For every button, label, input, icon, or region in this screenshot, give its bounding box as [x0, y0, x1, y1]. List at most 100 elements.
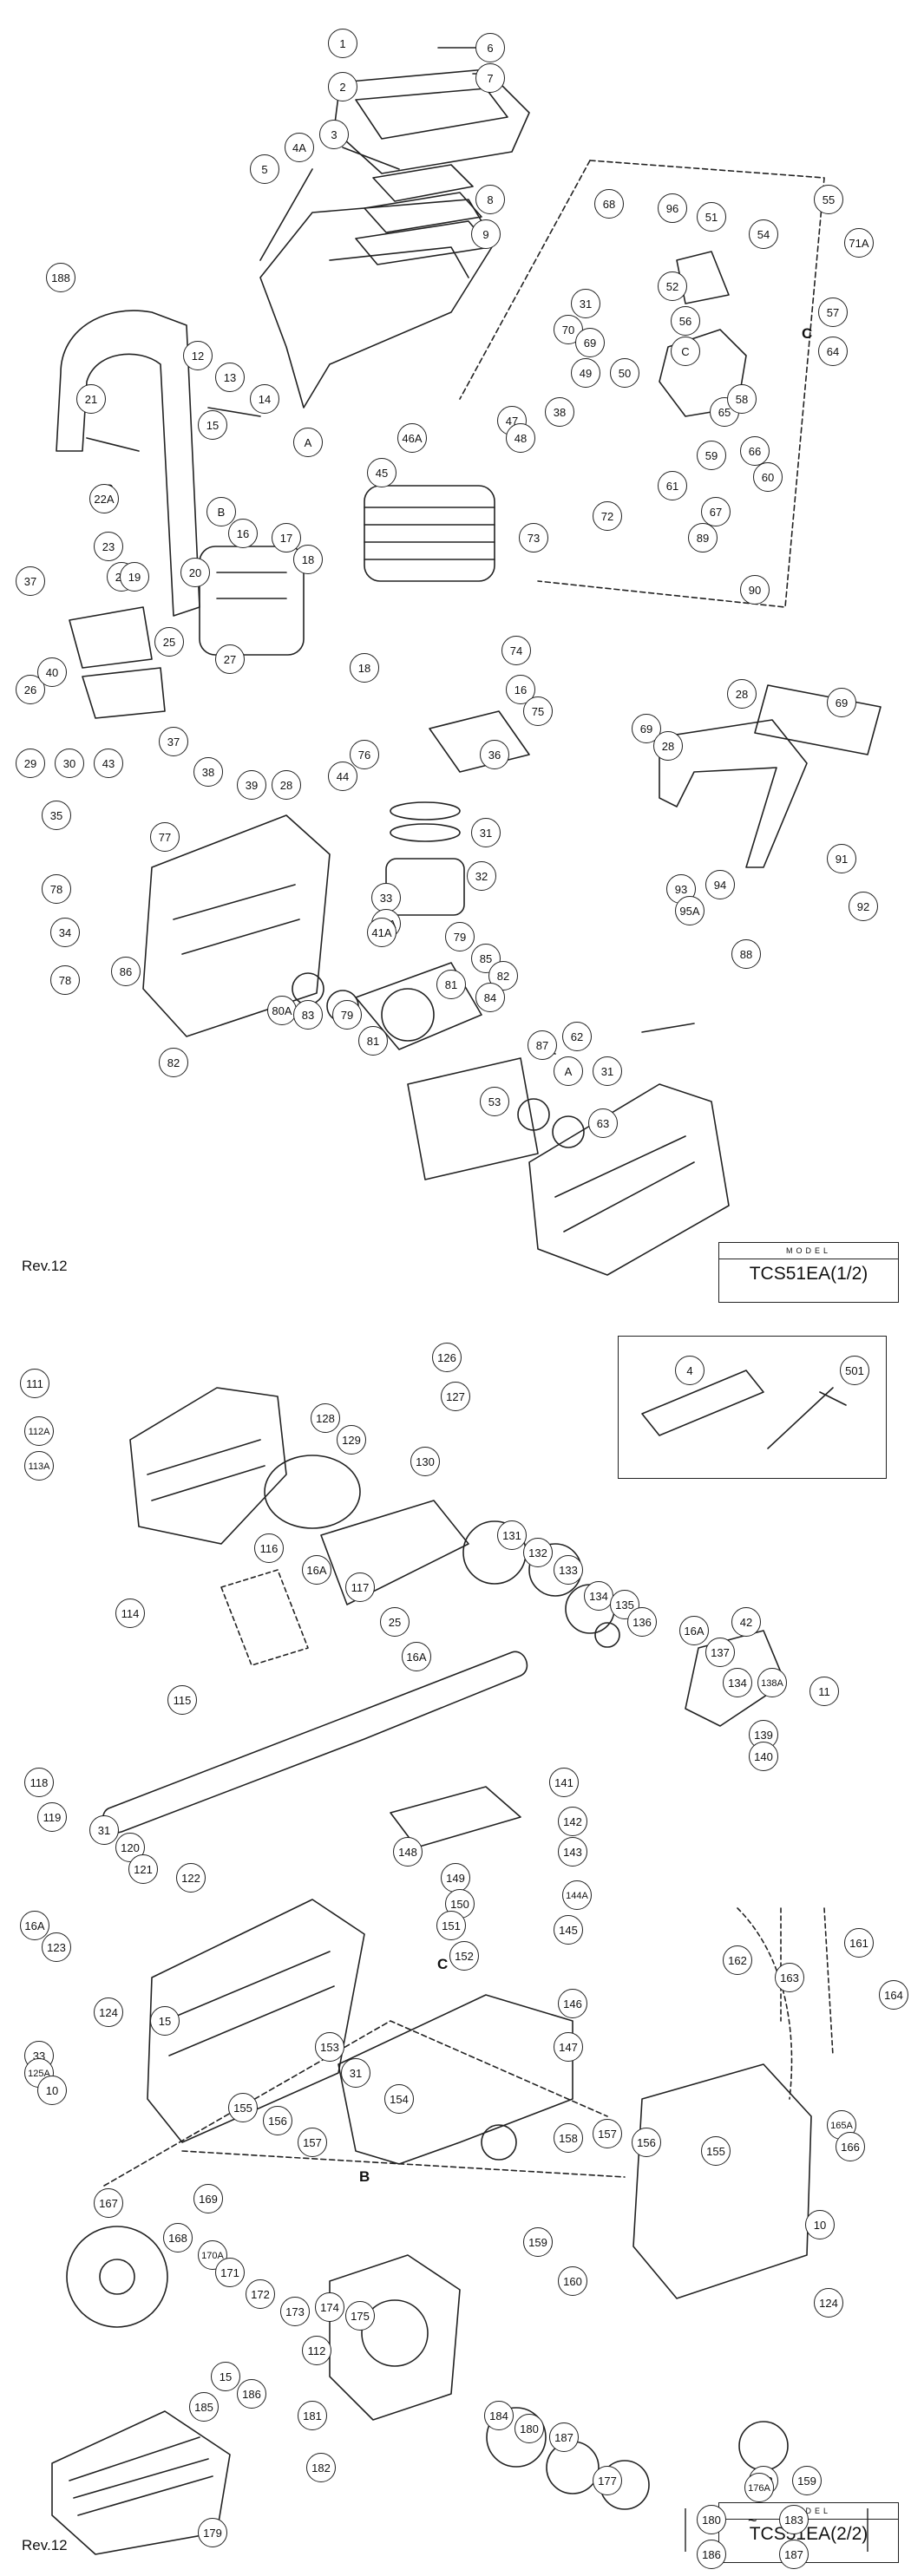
part-callout-87: 87 — [528, 1030, 557, 1060]
part-callout-16: 16 — [228, 519, 258, 548]
part-callout-62: 62 — [562, 1022, 592, 1051]
part-callout-137: 137 — [705, 1638, 735, 1667]
part-callout-40: 40 — [37, 657, 67, 687]
part-callout-187: 187 — [549, 2422, 579, 2452]
part-callout-28: 28 — [653, 731, 683, 761]
part-callout-126: 126 — [432, 1343, 462, 1372]
part-callout-89: 89 — [688, 523, 718, 552]
part-callout-31: 31 — [89, 1815, 119, 1845]
part-callout-60: 60 — [753, 462, 783, 492]
part-callout-157: 157 — [298, 2128, 327, 2157]
part-callout-147: 147 — [554, 2032, 583, 2062]
part-callout-25: 25 — [380, 1607, 410, 1637]
part-callout-85: 85 — [471, 944, 501, 973]
part-callout-39: 39 — [237, 770, 266, 800]
part-callout-155: 155 — [701, 2136, 731, 2166]
part-callout-113a: 113A — [24, 1451, 54, 1481]
part-callout-19: 19 — [120, 562, 149, 592]
part-callout-76: 76 — [350, 740, 379, 769]
part-callout-43: 43 — [94, 749, 123, 778]
part-callout-c: C — [671, 337, 700, 366]
part-callout-162: 162 — [723, 1945, 752, 1975]
revision-label-2: Rev.12 — [22, 2537, 68, 2553]
part-callout-69: 69 — [827, 688, 856, 717]
part-callout-155: 155 — [228, 2093, 258, 2122]
ref-letter-c: C — [802, 325, 813, 342]
part-callout-35: 35 — [42, 801, 71, 830]
revision-label: Rev.12 — [22, 1258, 68, 1274]
set-item-180: 180 — [697, 2505, 726, 2534]
part-callout-31: 31 — [593, 1056, 622, 1086]
part-callout-131: 131 — [497, 1520, 527, 1550]
sprocket-cover-shape — [129, 1387, 287, 1545]
part-callout-130: 130 — [410, 1447, 440, 1476]
part-callout-8: 8 — [475, 185, 505, 214]
part-callout-141: 141 — [549, 1768, 579, 1797]
part-callout-9: 9 — [471, 219, 501, 249]
part-callout-67: 67 — [701, 497, 731, 526]
part-callout-2: 2 — [328, 72, 357, 101]
part-callout-146: 146 — [558, 1989, 587, 2018]
part-callout-112: 112 — [302, 2336, 331, 2365]
part-callout-186: 186 — [237, 2379, 266, 2409]
model-number-2: TCS51EA(2/2) — [749, 2524, 868, 2544]
part-callout-66: 66 — [740, 436, 770, 466]
part-callout-37: 37 — [16, 566, 45, 596]
part-callout-80a: 80A — [267, 996, 297, 1025]
part-callout-36: 36 — [480, 740, 509, 769]
part-callout-63: 63 — [588, 1108, 618, 1138]
part-callout-27: 27 — [215, 644, 245, 674]
part-callout-181: 181 — [298, 2401, 327, 2430]
part-callout-51: 51 — [697, 202, 726, 232]
part-callout-10: 10 — [805, 2210, 835, 2239]
part-callout-79: 79 — [332, 1000, 362, 1030]
part-callout-124: 124 — [814, 2288, 843, 2318]
part-callout-25: 25 — [154, 627, 184, 657]
model-caption-2: MODEL — [719, 2503, 898, 2520]
part-callout-71a: 71A — [844, 228, 874, 258]
flywheel-shape — [66, 2226, 168, 2328]
part-callout-30: 30 — [55, 749, 84, 778]
part-callout-96: 96 — [658, 193, 687, 223]
part-callout-188: 188 — [46, 263, 75, 292]
part-callout-163: 163 — [775, 1963, 804, 1992]
part-callout-90: 90 — [740, 575, 770, 605]
part-callout-59: 59 — [697, 441, 726, 470]
part-callout-164: 164 — [879, 1980, 908, 2010]
part-callout-179: 179 — [198, 2518, 227, 2547]
part-callout-a: A — [554, 1056, 583, 1086]
part-callout-75: 75 — [523, 696, 553, 726]
set-item-187: 187 — [779, 2540, 809, 2569]
set-item-176a: 176A — [744, 2473, 774, 2502]
air-filter-cover-shape — [259, 199, 495, 409]
ref-letter-c-2: C — [437, 1956, 449, 1972]
part-callout-153: 153 — [315, 2032, 344, 2062]
part-callout-77: 77 — [150, 822, 180, 852]
part-callout-116: 116 — [254, 1533, 284, 1563]
part-callout-79: 79 — [445, 922, 475, 951]
part-callout-5: 5 — [250, 154, 279, 184]
part-callout-117: 117 — [345, 1572, 375, 1602]
part-callout-21: 21 — [76, 384, 106, 414]
part-callout-142: 142 — [558, 1807, 587, 1836]
part-callout-143: 143 — [558, 1837, 587, 1867]
part-callout-170a: 170A — [198, 2240, 227, 2270]
part-callout-31: 31 — [341, 2058, 370, 2088]
part-callout-78: 78 — [42, 874, 71, 904]
part-callout-161: 161 — [844, 1928, 874, 1958]
part-callout-44: 44 — [328, 762, 357, 791]
part-callout-13: 13 — [215, 363, 245, 392]
part-callout-121: 121 — [128, 1854, 158, 1884]
part-callout-94: 94 — [705, 870, 735, 899]
part-callout-38: 38 — [545, 397, 574, 427]
part-callout-14: 14 — [250, 384, 279, 414]
part-callout-31: 31 — [571, 289, 600, 318]
part-callout-33: 33 — [371, 883, 401, 912]
part-callout-158: 158 — [554, 2123, 583, 2153]
part-callout-48: 48 — [506, 423, 535, 453]
part-callout-38: 38 — [193, 757, 223, 787]
set-item-186: 186 — [697, 2540, 726, 2569]
part-callout-41a: 41A — [367, 918, 397, 947]
part-callout-16a: 16A — [302, 1555, 331, 1585]
part-callout-31: 31 — [471, 818, 501, 847]
